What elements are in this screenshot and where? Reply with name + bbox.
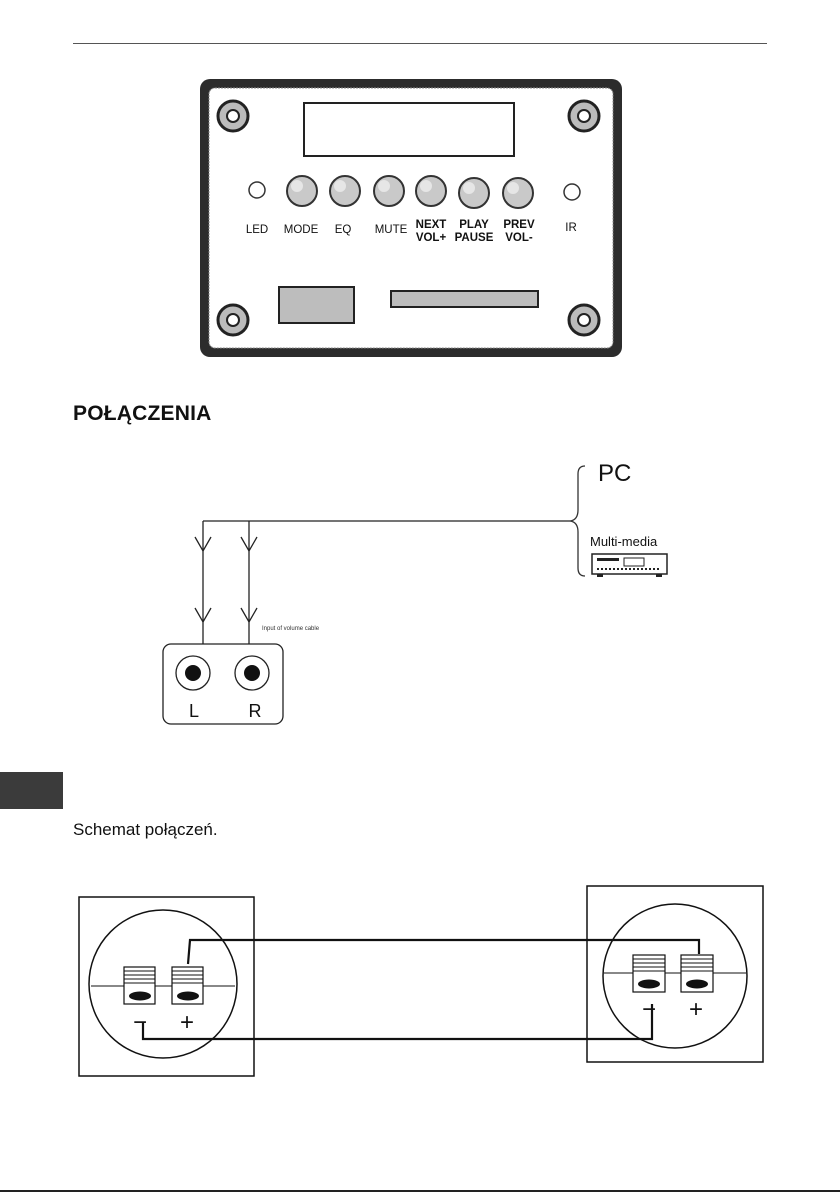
ir-sensor xyxy=(564,184,580,200)
multimedia-label: Multi-media xyxy=(590,534,658,549)
eq-button xyxy=(330,176,360,206)
vol-down-label: VOL- xyxy=(505,232,533,244)
multimedia-device-icon xyxy=(592,554,667,577)
mounting-hole-top-right xyxy=(569,101,599,131)
left-minus-terminal xyxy=(124,967,155,1004)
connections-diagram: PC Multi-media Input of volume cable L R xyxy=(0,450,840,740)
right-channel-label: R xyxy=(249,701,262,721)
play-label: PLAY xyxy=(459,219,489,231)
right-plus-label: + xyxy=(689,996,703,1023)
front-panel-diagram: LED MODE EQ MUTE NEXT VOL+ PLAY PAUSE PR… xyxy=(0,0,840,380)
pc-label: PC xyxy=(598,460,631,487)
section-tab xyxy=(0,772,63,809)
right-rca-jack xyxy=(235,656,269,690)
mode-button xyxy=(287,176,317,206)
mute-label: MUTE xyxy=(375,224,408,236)
next-button xyxy=(416,176,446,206)
brace xyxy=(570,466,585,576)
input-cable-label: Input of volume cable xyxy=(262,626,320,632)
mode-label: MODE xyxy=(284,224,319,236)
led-indicator xyxy=(249,182,265,198)
mounting-hole-bottom-right xyxy=(569,305,599,335)
right-plus-terminal xyxy=(681,955,713,992)
left-channel-label: L xyxy=(189,701,199,721)
prev-label: PREV xyxy=(503,219,535,231)
left-rca-jack xyxy=(176,656,210,690)
left-minus-label: − xyxy=(133,1009,147,1036)
led-label: LED xyxy=(246,224,268,236)
next-label: NEXT xyxy=(416,219,447,231)
display-window xyxy=(304,103,514,156)
prev-button xyxy=(503,178,533,208)
wiring-heading: Schemat połączeń. xyxy=(73,820,218,840)
connections-heading: POŁĄCZENIA xyxy=(73,402,212,426)
card-slot xyxy=(391,291,538,307)
mounting-hole-bottom-left xyxy=(218,305,248,335)
vol-up-label: VOL+ xyxy=(416,232,447,244)
mute-button xyxy=(374,176,404,206)
left-plus-terminal xyxy=(172,967,203,1004)
ir-label: IR xyxy=(565,222,577,234)
eq-label: EQ xyxy=(335,224,352,236)
usb-port xyxy=(279,287,354,323)
right-minus-terminal xyxy=(633,955,665,992)
pause-label: PAUSE xyxy=(455,232,494,244)
wiring-diagram: − + − + xyxy=(0,880,840,1080)
right-minus-label: − xyxy=(642,996,656,1023)
play-button xyxy=(459,178,489,208)
left-plus-label: + xyxy=(180,1009,194,1036)
mounting-hole-top-left xyxy=(218,101,248,131)
